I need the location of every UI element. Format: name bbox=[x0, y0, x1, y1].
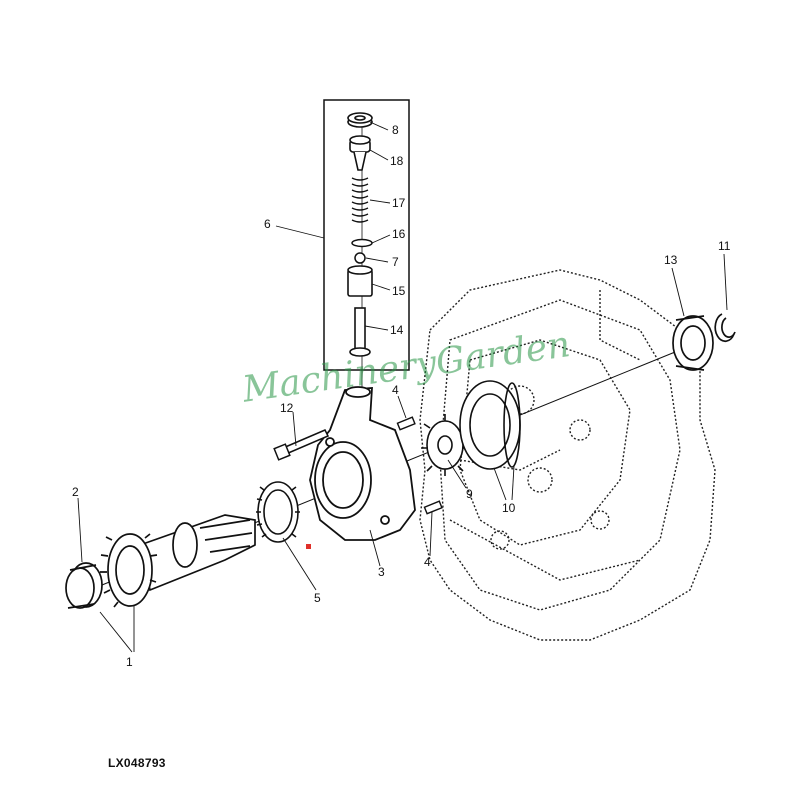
callout-6: 6 bbox=[264, 217, 271, 231]
callout-4-upper: 4 bbox=[392, 383, 399, 397]
callout-16: 16 bbox=[392, 227, 406, 241]
callout-7: 7 bbox=[392, 255, 399, 269]
callout-17: 17 bbox=[392, 196, 406, 210]
callout-9: 9 bbox=[466, 487, 473, 501]
part-11-snap-ring bbox=[714, 313, 736, 343]
callout-13: 13 bbox=[664, 253, 678, 267]
part-3-pump-housing bbox=[309, 386, 416, 541]
callout-5: 5 bbox=[314, 591, 321, 605]
part-12-bolt bbox=[273, 429, 330, 461]
callout-3: 3 bbox=[378, 565, 385, 579]
part-8-seal bbox=[347, 112, 373, 128]
callout-1: 1 bbox=[126, 655, 133, 669]
callout-8: 8 bbox=[392, 123, 399, 137]
callout-2: 2 bbox=[72, 485, 79, 499]
part-1-input-shaft bbox=[100, 514, 256, 608]
part-14-pin bbox=[349, 307, 371, 357]
callout-10: 10 bbox=[502, 501, 516, 515]
reference-code: LX048793 bbox=[108, 756, 166, 770]
leader-lines bbox=[77, 121, 728, 653]
callout-11: 11 bbox=[718, 239, 731, 253]
callout-15: 15 bbox=[392, 284, 406, 298]
part-4-dowel-upper bbox=[396, 416, 416, 431]
callout-18: 18 bbox=[390, 154, 404, 168]
transmission-housing bbox=[419, 269, 716, 641]
callout-4-lower: 4 bbox=[424, 555, 431, 569]
part-4-dowel-lower bbox=[423, 500, 443, 515]
part-16-washer bbox=[351, 238, 373, 248]
part-17-spring bbox=[351, 177, 369, 223]
callout-12: 12 bbox=[280, 401, 294, 415]
callout-labels: 8 18 17 16 7 15 14 6 12 4 4 3 9 10 5 2 1… bbox=[72, 123, 731, 669]
callout-14: 14 bbox=[390, 323, 404, 337]
valve-assembly-box bbox=[323, 99, 410, 371]
part-15-sleeve bbox=[347, 265, 373, 297]
red-marker bbox=[306, 544, 311, 549]
part-13-bearing bbox=[672, 315, 714, 371]
part-10-outer-gear bbox=[459, 380, 521, 470]
part-18-valve-head bbox=[349, 135, 371, 171]
part-2-bearing-cup bbox=[65, 562, 103, 609]
part-7-ball bbox=[354, 252, 366, 264]
part-5-needle-bearing bbox=[256, 481, 300, 543]
